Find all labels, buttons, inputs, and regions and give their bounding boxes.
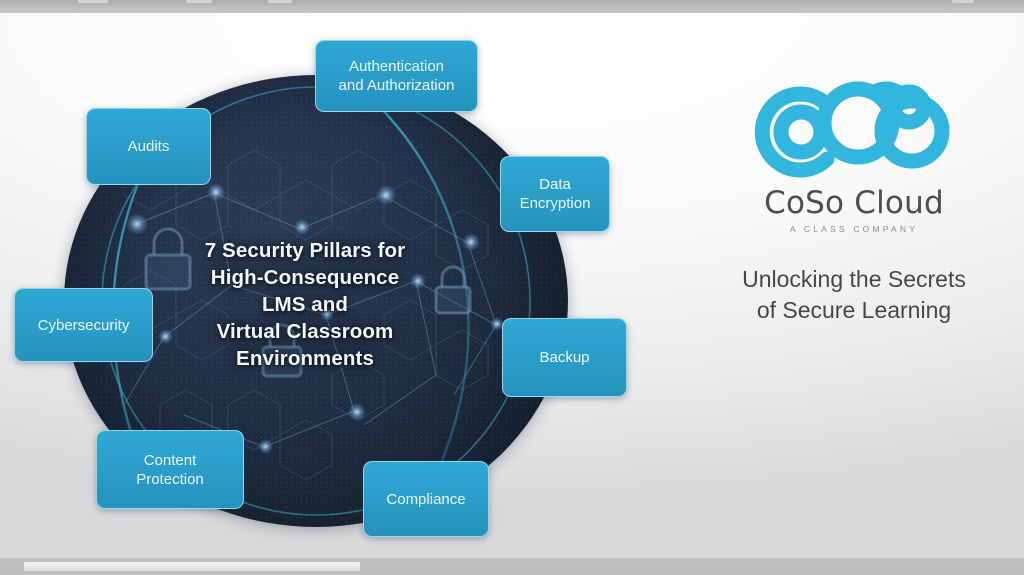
pillar-label-line: Protection	[136, 470, 204, 488]
brand-block: CoSo Cloud A CLASS COMPANY Unlocking the…	[704, 75, 1004, 326]
pillar-label-line: Content	[143, 451, 197, 469]
tagline-line: of Secure Learning	[756, 297, 952, 323]
pillar-label-line: Compliance	[386, 490, 466, 508]
pillar-audits[interactable]: Audits	[86, 108, 211, 185]
pillar-backup[interactable]: Backup	[502, 318, 627, 397]
pillar-label-line: Cybersecurity	[37, 316, 130, 334]
chrome-ghost-item	[268, 0, 292, 3]
brand-tagline: Unlocking the Secrets of Secure Learning	[704, 264, 1004, 326]
chrome-ghost-item	[186, 0, 212, 3]
slide-title-line: LMS and	[261, 293, 349, 316]
slide-title-line: 7 Security Pillars for	[204, 239, 406, 262]
slide-canvas: 7 Security Pillars for High-Consequence …	[0, 13, 1024, 558]
pillar-content-protection[interactable]: Content Protection	[96, 430, 244, 509]
horizontal-scrollbar-thumb[interactable]	[24, 562, 360, 571]
pillar-authentication-and-authorization[interactable]: Authentication and Authorization	[315, 40, 478, 112]
pillar-label-line: Encryption	[519, 195, 591, 212]
pillar-label-line: Authentication	[348, 58, 445, 75]
pillar-label-line: Audits	[127, 138, 170, 155]
logo-wordmark: CoSo Cloud	[764, 185, 944, 221]
slide-title-line: High-Consequence	[210, 266, 400, 289]
pillar-cybersecurity[interactable]: Cybersecurity	[14, 288, 153, 362]
slide-title-line: Virtual Classroom	[216, 320, 394, 343]
pillar-label-line: and Authorization	[338, 77, 455, 94]
tagline-line: Unlocking the Secrets	[742, 266, 966, 292]
horizontal-scrollbar-track[interactable]	[0, 558, 1024, 575]
pillar-data-encryption[interactable]: Data Encryption	[500, 156, 610, 232]
window-chrome-strip	[0, 0, 1024, 13]
logo-sub-wordmark: A CLASS COMPANY	[789, 224, 919, 234]
slide-title: 7 Security Pillars for High-Consequence …	[150, 237, 460, 372]
slide-title-line: Environments	[236, 347, 374, 370]
coso-cloud-logo-icon	[754, 81, 950, 178]
chrome-ghost-item	[78, 0, 108, 3]
pillar-label-line: Data	[539, 176, 571, 193]
chrome-ghost-item	[952, 0, 974, 3]
pillar-compliance[interactable]: Compliance	[363, 461, 489, 537]
pillar-label-line: Backup	[539, 349, 590, 366]
